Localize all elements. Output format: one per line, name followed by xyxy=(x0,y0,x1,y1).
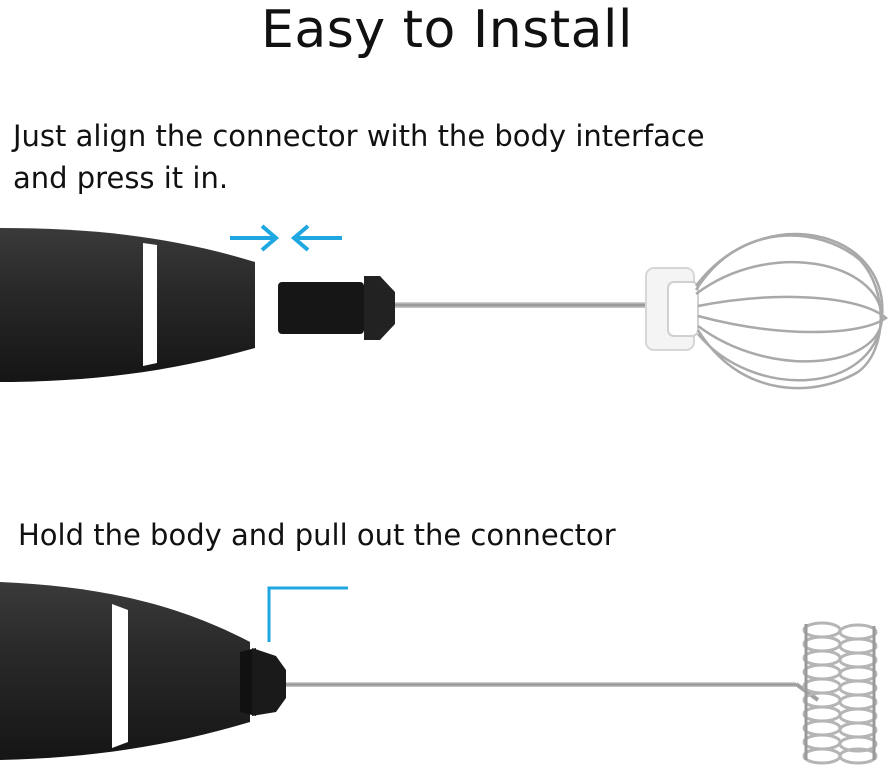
install-caption: Just align the connector with the body i… xyxy=(13,115,873,199)
frother-body-top xyxy=(0,228,255,382)
page-title: Easy to Install xyxy=(261,0,633,60)
right-arrow-icon xyxy=(230,224,280,252)
remove-caption-line1: Hold the body and pull out the connector xyxy=(18,518,616,552)
arrows-press-in xyxy=(230,224,342,252)
connector-bottom xyxy=(252,648,286,716)
connector-top xyxy=(278,276,395,340)
whisk-rod-bottom xyxy=(286,682,796,687)
remove-caption: Hold the body and pull out the connector xyxy=(18,514,878,556)
bracket-pointer-icon xyxy=(267,586,348,642)
whisk-rod-top xyxy=(395,302,645,308)
balloon-whisk xyxy=(645,232,889,390)
left-arrow-icon xyxy=(290,224,342,252)
white-band xyxy=(143,243,157,366)
frother-body-bottom xyxy=(0,582,256,760)
spring-whisk xyxy=(794,621,878,765)
white-band xyxy=(112,604,128,748)
install-caption-line1: Just align the connector with the body i… xyxy=(13,119,705,153)
install-caption-line2: and press it in. xyxy=(13,161,229,195)
